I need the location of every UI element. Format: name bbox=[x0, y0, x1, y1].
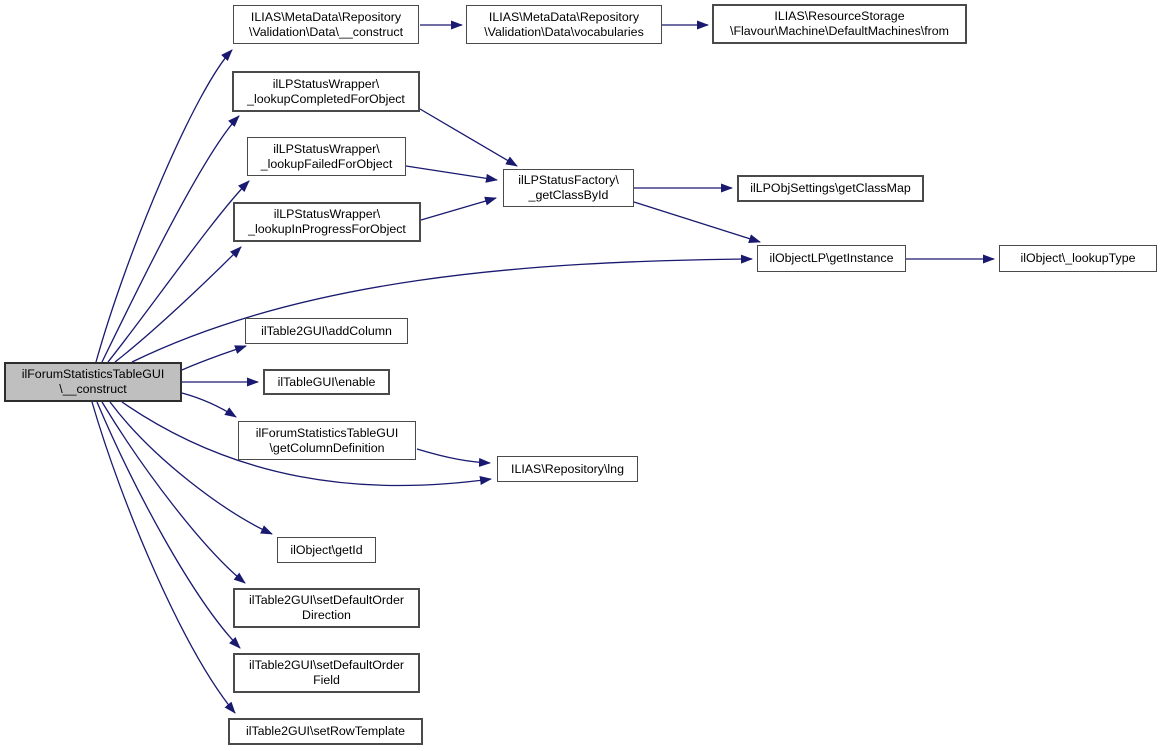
edge-root-set-default-order-field bbox=[96, 401, 241, 649]
edge-root-get-id bbox=[109, 401, 273, 535]
node-set-default-order-field[interactable]: ilTable2GUI\setDefaultOrder Field bbox=[233, 653, 420, 693]
edge-root-get-column-definition bbox=[181, 392, 237, 418]
node-metadata-vocabularies[interactable]: ILIAS\MetaData\Repository \Validation\Da… bbox=[466, 5, 662, 44]
edge-root-lookup-completed bbox=[101, 115, 240, 363]
edge-root-set-default-order-direction bbox=[101, 401, 246, 584]
node-lookup-completed-for-object[interactable]: ilLPStatusWrapper\ _lookupCompletedForOb… bbox=[232, 71, 420, 112]
edge-get-class-by-id-get-instance bbox=[633, 201, 761, 243]
node-lookup-type[interactable]: ilObject\_lookupType bbox=[999, 245, 1157, 272]
node-lookup-in-progress-for-object[interactable]: ilLPStatusWrapper\ _lookupInProgressForO… bbox=[233, 202, 421, 242]
node-get-class-by-id[interactable]: ilLPStatusFactory\ _getClassById bbox=[503, 169, 634, 207]
edge-root-set-row-template bbox=[91, 401, 236, 714]
edge-lookup-inprogress-get-class-by-id bbox=[420, 196, 497, 221]
node-get-class-map[interactable]: ilLPObjSettings\getClassMap bbox=[737, 175, 924, 202]
node-set-default-order-direction[interactable]: ilTable2GUI\setDefaultOrder Direction bbox=[233, 588, 420, 628]
node-lookup-failed-for-object[interactable]: ilLPStatusWrapper\ _lookupFailedForObjec… bbox=[247, 137, 406, 176]
edge-root-add-column bbox=[181, 345, 247, 371]
edge-root-lookup-inprogress bbox=[114, 246, 242, 363]
node-metadata-construct[interactable]: ILIAS\MetaData\Repository \Validation\Da… bbox=[233, 5, 419, 44]
edge-root-get-instance bbox=[131, 254, 753, 363]
node-set-row-template[interactable]: ilTable2GUI\setRowTemplate bbox=[228, 718, 423, 745]
node-defaultmachines-from[interactable]: ILIAS\ResourceStorage \Flavour\Machine\D… bbox=[712, 4, 967, 44]
edge-lookup-completed-get-class-by-id bbox=[419, 108, 518, 167]
edge-root-md-construct bbox=[95, 49, 233, 363]
edge-root-lng bbox=[121, 401, 492, 487]
node-lng[interactable]: ILIAS\Repository\lng bbox=[497, 456, 638, 482]
node-get-column-definition[interactable]: ilForumStatisticsTableGUI \getColumnDefi… bbox=[238, 421, 416, 460]
edge-root-lookup-failed bbox=[107, 180, 250, 363]
node-root-construct[interactable]: ilForumStatisticsTableGUI \__construct bbox=[4, 362, 182, 402]
node-get-instance[interactable]: ilObjectLP\getInstance bbox=[757, 245, 906, 272]
node-add-column[interactable]: ilTable2GUI\addColumn bbox=[245, 318, 408, 344]
node-enable[interactable]: ilTableGUI\enable bbox=[263, 369, 390, 395]
edge-get-column-definition-lng bbox=[416, 448, 491, 467]
edge-lookup-failed-get-class-by-id bbox=[405, 165, 498, 183]
node-get-id[interactable]: ilObject\getId bbox=[277, 537, 376, 563]
